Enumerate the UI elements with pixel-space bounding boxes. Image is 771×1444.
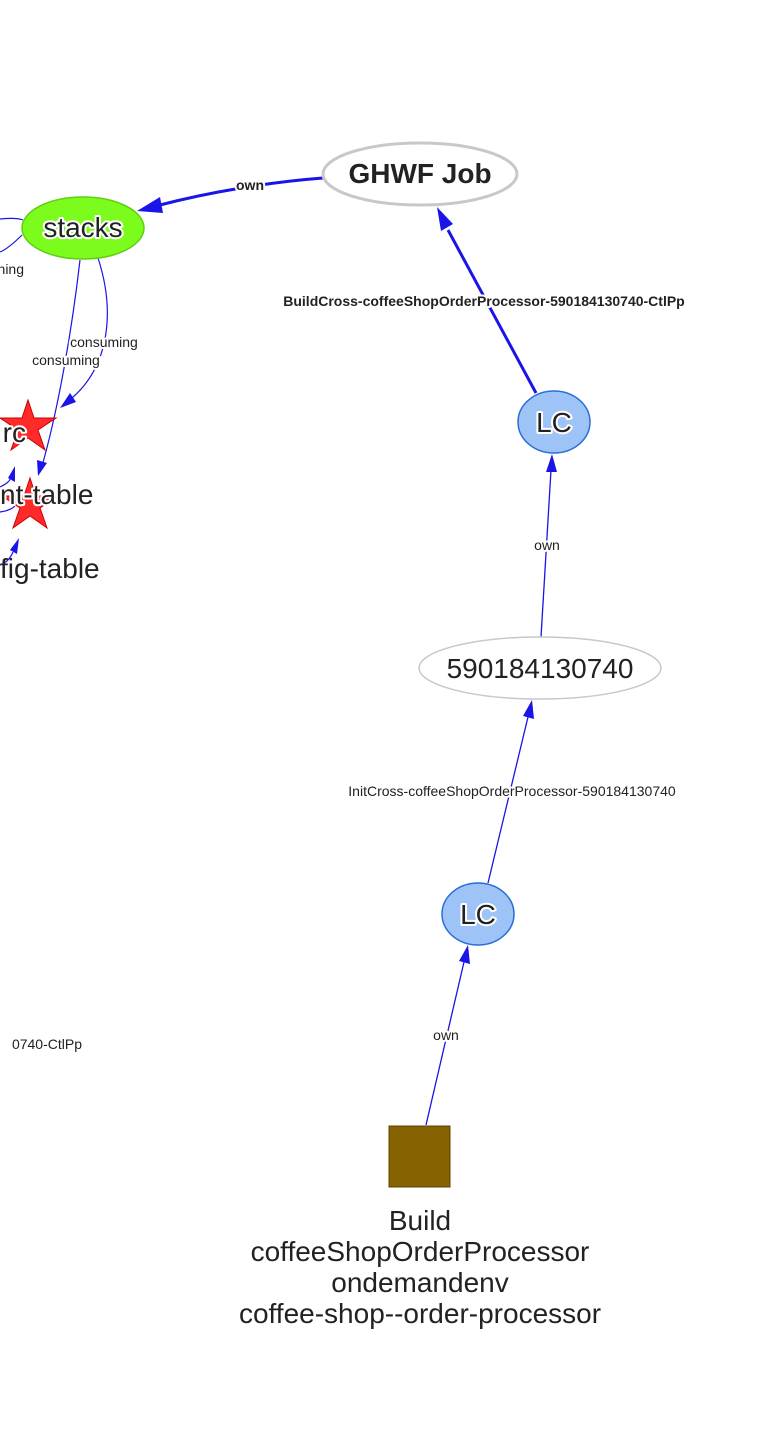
edge-lc-top-to-ghwf-arrowhead: [437, 207, 453, 231]
edge-stacks-consuming-a[interactable]: [71, 257, 108, 399]
edge-labels: own BuildCross-coffeeShopOrderProcessor-…: [0, 175, 687, 1054]
edge-stacks-offscreen-left[interactable]: [0, 217, 24, 221]
node-ghwf-job-shape: [321, 141, 519, 207]
node-partial-event-table-star: [0, 476, 60, 530]
edge-stacks-consuming-b[interactable]: [41, 259, 81, 467]
edge-stacks-offscreen-left-2[interactable]: [0, 234, 23, 253]
edge-label-stacks-left-partial: ning: [0, 261, 24, 277]
edge-label-lc-bottom-to-account: InitCross-coffeeShopOrderProcessor-59018…: [348, 783, 676, 799]
node-build-label-line-1: Build: [389, 1205, 451, 1236]
edge-partial-into-event-table-b[interactable]: [0, 505, 16, 513]
node-stacks-shape: [21, 196, 145, 260]
edge-lc-bottom-to-account-arrowhead: [523, 700, 534, 719]
edge-lc-bottom-to-account[interactable]: [487, 716, 529, 884]
edge-stacks-consuming-a-arrowhead: [60, 393, 76, 408]
edges: [0, 176, 557, 1126]
edge-stacks-consuming-b-arrowhead: [37, 460, 47, 476]
edge-partial-into-config-table-arrowhead: [10, 538, 19, 554]
edge-label-account-to-lc-top: own: [534, 537, 560, 553]
node-ghwf-job-label: GHWF Job: [348, 158, 491, 189]
edge-account-to-lc-top[interactable]: [540, 469, 552, 638]
node-build-shape: [388, 1125, 451, 1188]
node-build-label-line-4: coffee-shop--order-processor: [239, 1298, 601, 1329]
node-partial-config-table: fig-table: [0, 553, 100, 584]
node-partial-config-table-label: fig-table: [0, 553, 100, 584]
edge-build-to-lc-bottom[interactable]: [425, 961, 465, 1126]
node-partial-src-label: rc: [3, 417, 26, 448]
node-partial-src-star: [0, 398, 58, 452]
edge-label-lc-top-to-ghwf: BuildCross-coffeeShopOrderProcessor-5901…: [283, 293, 684, 309]
node-partial-event-table[interactable]: nt-table: [0, 476, 95, 530]
node-lc-bottom[interactable]: LC: [441, 882, 515, 946]
edge-label-stacks-consuming-1: consuming: [70, 334, 138, 350]
edge-label-stacks-consuming-2: consuming: [32, 352, 100, 368]
node-account[interactable]: 590184130740: [418, 636, 662, 700]
node-lc-top-shape: [517, 390, 591, 454]
node-build[interactable]: Build coffeeShopOrderProcessor ondemande…: [239, 1125, 601, 1329]
node-lc-bottom-shape: [441, 882, 515, 946]
node-account-label: 590184130740: [447, 653, 634, 684]
node-partial-src[interactable]: rc: [0, 398, 58, 452]
node-stacks[interactable]: stacks: [21, 196, 145, 260]
edge-lc-top-to-ghwf[interactable]: [446, 229, 538, 394]
edge-ghwf-to-stacks[interactable]: [159, 176, 324, 207]
node-account-shape: [418, 636, 662, 700]
edge-partial-into-config-table[interactable]: [0, 551, 14, 566]
edge-label-left-partial: 0740-CtlPp: [12, 1036, 82, 1052]
edge-partial-into-event-table-arrowhead: [8, 466, 15, 482]
node-lc-top-label: LC: [536, 407, 572, 438]
edge-account-to-lc-top-arrowhead: [546, 454, 557, 472]
node-lc-bottom-label: LC: [460, 899, 496, 930]
node-ghwf-job[interactable]: GHWF Job: [321, 141, 519, 207]
node-partial-event-table-label: nt-table: [0, 479, 93, 510]
nodes: GHWF Job stacks LC 590184130740 LC Build…: [0, 141, 662, 1329]
node-build-label-line-2: coffeeShopOrderProcessor: [251, 1236, 590, 1267]
edge-ghwf-to-stacks-arrowhead: [137, 197, 163, 213]
node-build-label-line-3: ondemandenv: [331, 1267, 508, 1298]
edge-label-ghwf-to-stacks: own: [236, 177, 264, 193]
node-lc-top[interactable]: LC: [517, 390, 591, 454]
node-stacks-label: stacks: [43, 212, 122, 243]
edge-build-to-lc-bottom-arrowhead: [459, 945, 470, 964]
edge-label-build-to-lc-bottom: own: [433, 1027, 459, 1043]
